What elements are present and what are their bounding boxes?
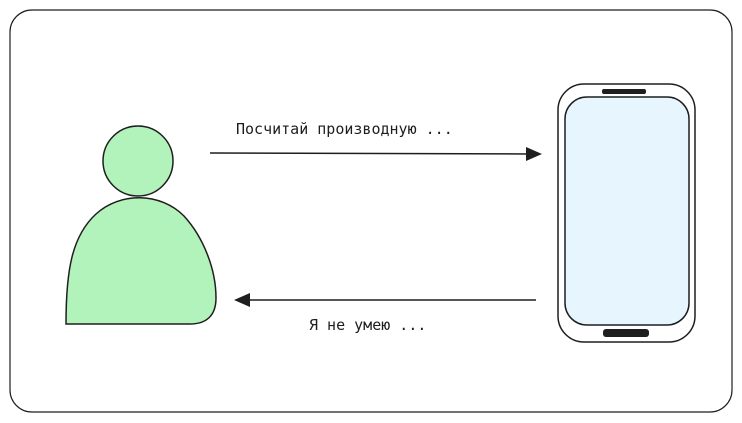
request-message: Посчитай производную ... (236, 120, 453, 138)
response-message: Я не умею ... (309, 316, 427, 334)
request-arrow (209, 147, 542, 161)
person-icon (65, 125, 217, 325)
phone-icon (557, 83, 696, 343)
frame (9, 9, 733, 413)
response-arrow (234, 293, 536, 307)
